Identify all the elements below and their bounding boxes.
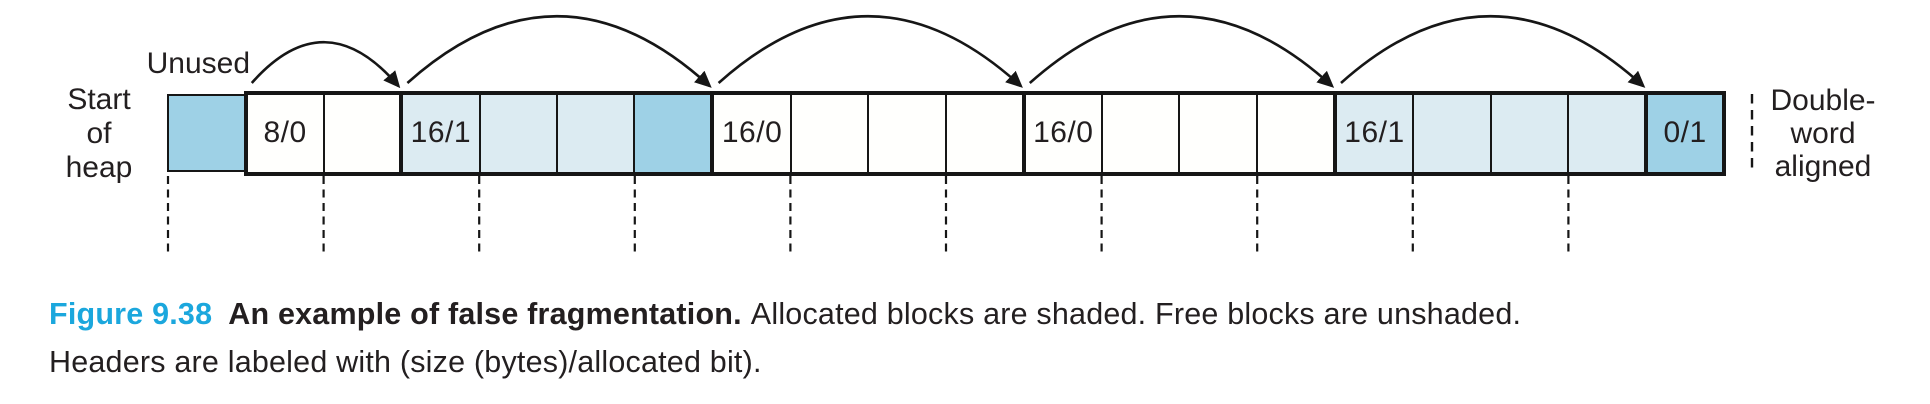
heap-free-block-2: 16/0 bbox=[710, 90, 1027, 176]
double-word-line: word bbox=[1790, 117, 1856, 150]
heap-allocated-block-1-word-cell bbox=[478, 94, 556, 172]
heap-epilogue-block: 0/1 bbox=[1643, 90, 1727, 176]
heap-free-block-3-header: 16/0 bbox=[1025, 94, 1101, 172]
next-block-arrow-arc bbox=[406, 14, 712, 88]
start-of-heap-line: Start bbox=[67, 83, 131, 116]
heap-free-block-3-word-cell bbox=[1255, 94, 1334, 172]
heap-allocated-block-2-header: 16/1 bbox=[1336, 94, 1413, 172]
start-of-heap-label: Start of heap bbox=[38, 83, 160, 185]
caption-line-2: Headers are labeled with (size (bytes)/a… bbox=[49, 338, 1905, 386]
heap-allocated-block-2-word-cell bbox=[1412, 94, 1490, 172]
next-block-arrow-arc bbox=[1340, 14, 1646, 88]
unused-label: Unused bbox=[146, 47, 250, 80]
heap-free-block-1: 8/0 bbox=[243, 90, 404, 176]
heap-allocated-block-2-word-cell bbox=[1567, 94, 1645, 172]
start-of-heap-line: of bbox=[86, 117, 112, 150]
caption-text-1: Allocated blocks are shaded. Free blocks… bbox=[750, 297, 1522, 331]
heap-free-block-3: 16/0 bbox=[1021, 90, 1338, 176]
heap-free-block-1-word-cell bbox=[322, 94, 400, 172]
next-block-arrow-arc bbox=[717, 14, 1023, 88]
start-of-heap-line: heap bbox=[65, 151, 133, 184]
figure-caption: Figure 9.38 An example of false fragmenta… bbox=[49, 290, 1905, 386]
heap-free-block-2-word-cell bbox=[789, 94, 868, 172]
figure-number: Figure 9.38 bbox=[49, 297, 213, 331]
heap-allocated-block-1-word-cell bbox=[633, 94, 711, 172]
double-word-line: Double- bbox=[1770, 84, 1876, 117]
heap-allocated-block-1-header: 16/1 bbox=[403, 94, 479, 172]
double-word-line: aligned bbox=[1774, 150, 1872, 183]
heap-unused bbox=[166, 93, 248, 172]
heap-allocated-block-1-word-cell bbox=[555, 94, 634, 172]
heap-free-block-3-word-cell bbox=[1100, 94, 1179, 172]
heap-epilogue-block-header: 0/1 bbox=[1647, 94, 1723, 172]
double-word-aligned-label: Double- word aligned bbox=[1756, 84, 1890, 183]
next-block-arrow-arc bbox=[1028, 14, 1335, 88]
heap-free-block-1-header: 8/0 bbox=[247, 94, 323, 172]
next-block-arrow-arc bbox=[250, 41, 401, 89]
heap-allocated-block-2-word-cell bbox=[1489, 94, 1568, 172]
heap-free-block-2-word-cell bbox=[944, 94, 1023, 172]
caption-line-1: Figure 9.38 An example of false fragmenta… bbox=[49, 290, 1905, 338]
heap-free-block-2-word-cell bbox=[867, 94, 945, 172]
heap-allocated-block-1: 16/1 bbox=[399, 90, 715, 176]
heap-free-block-3-word-cell bbox=[1178, 94, 1256, 172]
heap-allocated-block-2: 16/1 bbox=[1332, 90, 1649, 176]
heap-unused-word-cell bbox=[168, 95, 246, 170]
caption-text-2: Headers are labeled with (size (bytes)/a… bbox=[49, 345, 762, 379]
figure-title: An example of false fragmentation. bbox=[228, 297, 742, 331]
heap-free-block-2-header: 16/0 bbox=[714, 94, 790, 172]
